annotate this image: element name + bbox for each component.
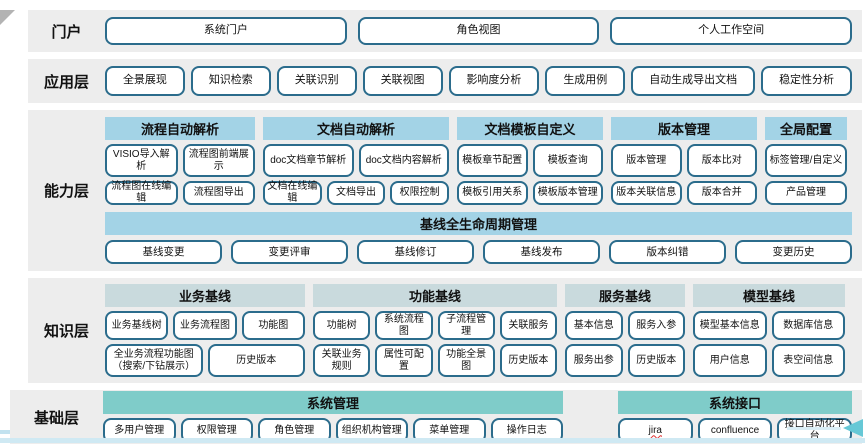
- baseline-lifecycle-header: 基线全生命周期管理: [105, 212, 852, 235]
- box-function-tree: 功能树: [313, 311, 371, 340]
- box-baseline-change: 基线变更: [105, 240, 222, 264]
- group-doc-template-custom: 文档模板自定义 模板章节配置 模板查询 模板引用关系 模板版本管理: [457, 117, 603, 205]
- box-service-output-params: 服务出参: [565, 344, 623, 377]
- box-auto-export-doc: 自动生成导出文档: [631, 66, 756, 96]
- box-version-merge: 版本合并: [686, 181, 757, 205]
- box-database-info: 数据库信息: [771, 311, 845, 340]
- box-tablespace-info: 表空间信息: [771, 344, 845, 377]
- group-global-config: 全局配置 标签管理/自定义 产品管理: [765, 117, 847, 205]
- box-baseline-revise: 基线修订: [357, 240, 474, 264]
- box-flowchart-online-edit: 流程图在线编辑: [105, 181, 178, 205]
- layer-label-capability: 能力层: [43, 183, 89, 200]
- box-doc-chapter-parse: doc文档章节解析: [263, 144, 354, 177]
- layer-label-knowledge: 知识层: [43, 323, 89, 340]
- group-header-doc-template-custom: 文档模板自定义: [457, 117, 603, 140]
- group-system-interface: 系统接口 jira confluence 接口自动化平台: [618, 391, 853, 443]
- box-panorama-display: 全景展现: [105, 66, 185, 96]
- box-change-review: 变更评审: [231, 240, 348, 264]
- group-model-baseline: 模型基线 模型基本信息 数据库信息 用户信息 表空间信息: [693, 284, 845, 377]
- layer-label-foundation: 基础层: [33, 409, 79, 427]
- box-system-portal: 系统门户: [105, 17, 347, 45]
- group-system-mgmt: 系统管理 多用户管理 权限管理 角色管理 组织机构管理 菜单管理 操作日志: [103, 391, 563, 443]
- left-arrow-icon: [843, 419, 863, 437]
- box-relation-identify: 关联识别: [276, 66, 357, 96]
- box-doc-content-parse: doc文档内容解析: [358, 144, 449, 177]
- box-template-chapter-config: 模板章节配置: [457, 144, 528, 177]
- box-service-input-params: 服务入参: [627, 311, 685, 340]
- box-permission-control: 权限控制: [390, 181, 450, 205]
- box-product-mgmt: 产品管理: [765, 181, 847, 205]
- box-generate-usecase: 生成用例: [545, 66, 626, 96]
- box-doc-online-edit: 文档在线编辑: [263, 181, 322, 205]
- group-doc-auto-parse: 文档自动解析 doc文档章节解析 doc文档内容解析 文档在线编辑 文档导出 权…: [263, 117, 450, 205]
- box-impact-analysis: 影响度分析: [448, 66, 540, 96]
- box-stability-analysis: 稳定性分析: [761, 66, 852, 96]
- layer-row-foundation: 基础层 系统管理 多用户管理 权限管理 角色管理 组织机构管理 菜单管理 操作日…: [10, 390, 862, 444]
- group-process-auto-parse: 流程自动解析 VISIO导入解析 流程图前端展示 流程图在线编辑 流程图导出: [105, 117, 255, 205]
- box-flowchart-export: 流程图导出: [182, 181, 255, 205]
- box-history-version-function: 历史版本: [499, 344, 557, 377]
- box-version-relation-info: 版本关联信息: [611, 181, 682, 205]
- group-header-model-baseline: 模型基线: [693, 284, 845, 307]
- group-header-version-mgmt: 版本管理: [611, 117, 757, 140]
- box-tag-mgmt-custom: 标签管理/自定义: [765, 144, 847, 177]
- box-full-business-flow-function: 全业务流程功能图（搜索/下钻展示）: [105, 344, 203, 377]
- box-knowledge-search: 知识检索: [190, 66, 271, 96]
- box-template-version-mgmt: 模板版本管理: [532, 181, 603, 205]
- bottom-accent-bar: [0, 438, 865, 443]
- group-service-baseline: 服务基线 基本信息 服务入参 服务出参 历史版本: [565, 284, 685, 377]
- group-header-business-baseline: 业务基线: [105, 284, 305, 307]
- group-header-process-auto-parse: 流程自动解析: [105, 117, 255, 140]
- box-business-flowchart: 业务流程图: [173, 311, 237, 340]
- box-change-history: 变更历史: [735, 240, 852, 264]
- box-business-baseline-tree: 业务基线树: [105, 311, 169, 340]
- box-model-basic-info: 模型基本信息: [693, 311, 767, 340]
- group-business-baseline: 业务基线 业务基线树 业务流程图 功能图 全业务流程功能图（搜索/下钻展示） 历…: [105, 284, 305, 377]
- group-header-function-baseline: 功能基线: [313, 284, 557, 307]
- box-basic-info: 基本信息: [565, 311, 623, 340]
- box-related-services: 关联服务: [499, 311, 557, 340]
- layer-label-portal: 门户: [51, 23, 82, 41]
- layer-row-portal: 门户 系统门户 角色视图 个人工作空间: [28, 10, 862, 52]
- box-version-correction: 版本纠错: [609, 240, 726, 264]
- box-flowchart-front-display: 流程图前端展示: [182, 144, 255, 177]
- box-template-reference: 模板引用关系: [457, 181, 528, 205]
- group-header-system-interface: 系统接口: [618, 391, 852, 414]
- box-doc-export: 文档导出: [326, 181, 386, 205]
- layer-row-knowledge: 知识层 业务基线 业务基线树 业务流程图 功能图 全业务流程功能图（搜索/下钻展…: [28, 278, 862, 383]
- box-function-diagram: 功能图: [241, 311, 305, 340]
- group-version-mgmt: 版本管理 版本管理 版本比对 版本关联信息 版本合并: [611, 117, 757, 205]
- box-role-view: 角色视图: [357, 17, 600, 45]
- group-header-service-baseline: 服务基线: [565, 284, 685, 307]
- left-accent-line: [0, 430, 10, 434]
- arrow-line: [787, 427, 841, 430]
- group-header-global-config: 全局配置: [765, 117, 847, 140]
- box-version-mgmt: 版本管理: [611, 144, 682, 177]
- layer-row-application: 应用层 全景展现 知识检索 关联识别 关联视图 影响度分析 生成用例 自动生成导…: [28, 59, 862, 103]
- box-visio-import-parse: VISIO导入解析: [105, 144, 178, 177]
- box-history-version-business: 历史版本: [207, 344, 305, 377]
- box-system-flowchart: 系统流程图: [375, 311, 433, 340]
- box-version-compare: 版本比对: [686, 144, 757, 177]
- box-subprocess-mgmt: 子流程管理: [437, 311, 495, 340]
- box-template-query: 模板查询: [532, 144, 603, 177]
- layer-row-capability: 能力层 流程自动解析 VISIO导入解析 流程图前端展示 流程图在线编辑 流程图…: [28, 110, 862, 271]
- layer-label-application: 应用层: [43, 73, 89, 91]
- box-attr-configurable: 属性可配置: [375, 344, 433, 377]
- box-baseline-release: 基线发布: [483, 240, 600, 264]
- box-function-panorama: 功能全景图: [437, 344, 495, 377]
- group-header-system-mgmt: 系统管理: [103, 391, 563, 414]
- corner-decoration: [0, 10, 15, 25]
- group-function-baseline: 功能基线 功能树 系统流程图 子流程管理 关联服务 关联业务规则 属性可配置 功…: [313, 284, 557, 377]
- box-related-business-rules: 关联业务规则: [313, 344, 371, 377]
- box-personal-workspace: 个人工作空间: [610, 17, 853, 45]
- box-relation-view: 关联视图: [362, 66, 443, 96]
- box-history-version-service: 历史版本: [627, 344, 685, 377]
- box-user-info: 用户信息: [693, 344, 767, 377]
- group-header-doc-auto-parse: 文档自动解析: [263, 117, 449, 140]
